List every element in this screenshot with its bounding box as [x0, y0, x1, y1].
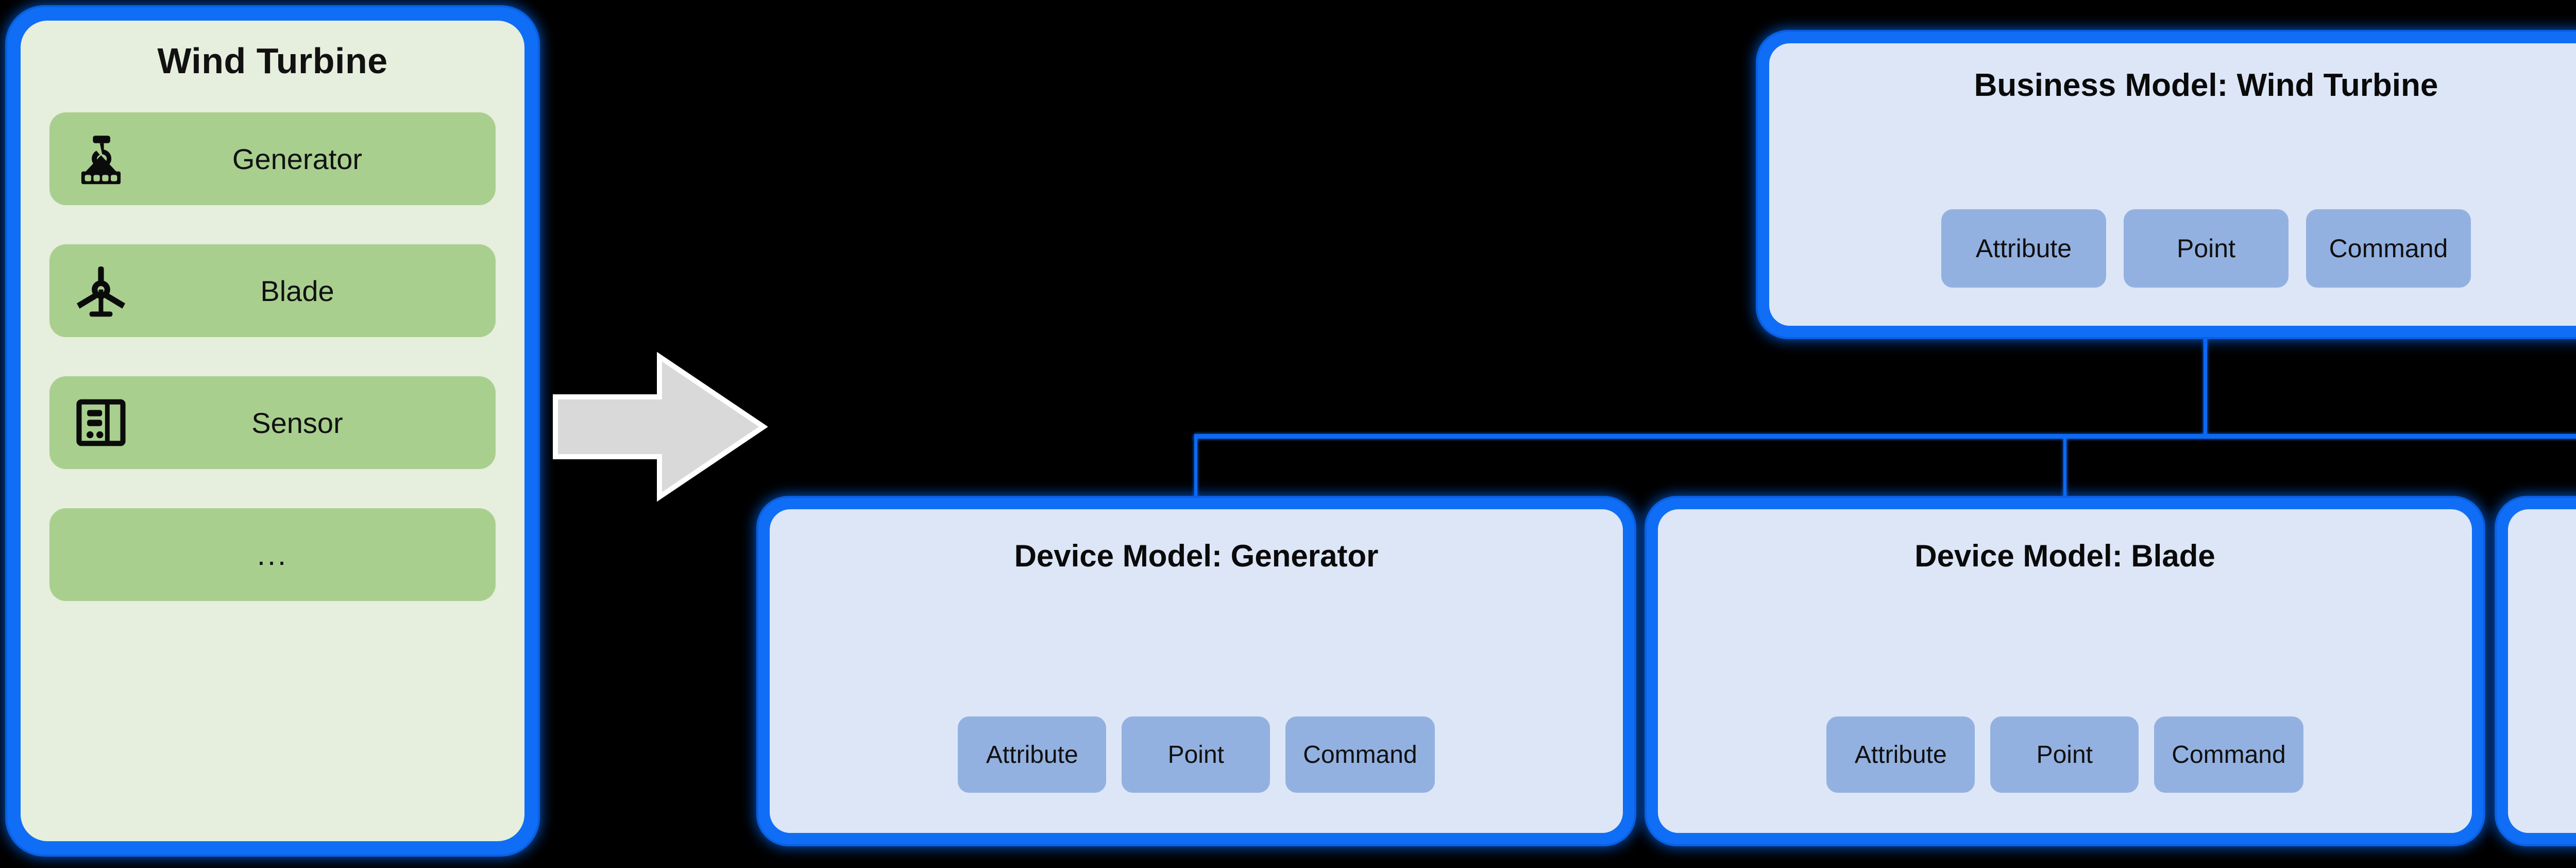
business-model-chip-row: Attribute Point Command: [1793, 209, 2576, 288]
chip-attribute[interactable]: Attribute: [1941, 209, 2106, 288]
generator-hoist-icon: [70, 128, 132, 190]
chip-attribute[interactable]: Attribute: [958, 716, 1107, 793]
chip-attribute[interactable]: Attribute: [1826, 716, 1975, 793]
wind-turbine-title: Wind Turbine: [157, 41, 388, 81]
device-model-chip-row: Attribute Point Command: [793, 716, 1599, 793]
device-model-body: Device Model: Generator Attribute Point …: [770, 509, 1623, 833]
wind-turbine-icon: [70, 260, 132, 322]
connector-drop-blade: [2063, 437, 2066, 500]
sensor-device-icon: [70, 392, 132, 454]
chip-point[interactable]: Point: [1990, 716, 2139, 793]
business-model-body: Business Model: Wind Turbine Attribute P…: [1769, 43, 2576, 326]
list-item-blade[interactable]: Blade: [49, 244, 496, 337]
list-item-label: Generator: [232, 142, 363, 175]
device-model-body: Device Model: Sensor Attribute Point Com…: [2508, 509, 2576, 833]
device-model-chip-row: Attribute Point Command: [2532, 716, 2576, 793]
right-arrow-icon: [551, 349, 768, 504]
device-model-title: Device Model: Sensor: [2508, 538, 2576, 574]
list-item-generator[interactable]: Generator: [49, 112, 496, 205]
device-model-title: Device Model: Blade: [1914, 539, 2215, 573]
business-model-card[interactable]: Business Model: Wind Turbine Attribute P…: [1758, 32, 2576, 337]
device-model-body: Device Model: Blade Attribute Point Comm…: [1658, 509, 2472, 833]
device-model-title: Device Model: Generator: [1014, 539, 1379, 573]
list-item-label: Sensor: [251, 406, 343, 439]
wind-turbine-card[interactable]: Wind Turbine: [7, 7, 538, 855]
device-model-card-generator[interactable]: Device Model: Generator Attribute Point …: [758, 498, 1634, 844]
chip-command[interactable]: Command: [2154, 716, 2303, 793]
wind-turbine-card-body: Wind Turbine: [21, 21, 524, 841]
business-model-title: Business Model: Wind Turbine: [1974, 68, 2438, 103]
device-model-card-sensor[interactable]: Device Model: Sensor Attribute Point Com…: [2497, 498, 2576, 844]
component-list: Generator Blade: [49, 112, 496, 640]
list-item-sensor[interactable]: Sensor: [49, 376, 496, 469]
device-model-chip-row: Attribute Point Command: [1682, 716, 2448, 793]
chip-command[interactable]: Command: [1285, 716, 1435, 793]
list-item-label: ...: [257, 538, 289, 572]
chip-point[interactable]: Point: [1122, 716, 1270, 793]
connector-trunk: [2204, 336, 2207, 437]
chip-point[interactable]: Point: [2124, 209, 2289, 288]
list-item-label: Blade: [260, 274, 334, 307]
device-model-card-blade[interactable]: Device Model: Blade Attribute Point Comm…: [1647, 498, 2483, 844]
chip-command[interactable]: Command: [2306, 209, 2471, 288]
connector-drop-generator: [1194, 437, 1197, 500]
connector-bus: [1194, 434, 2576, 439]
list-item-more[interactable]: ...: [49, 508, 496, 601]
